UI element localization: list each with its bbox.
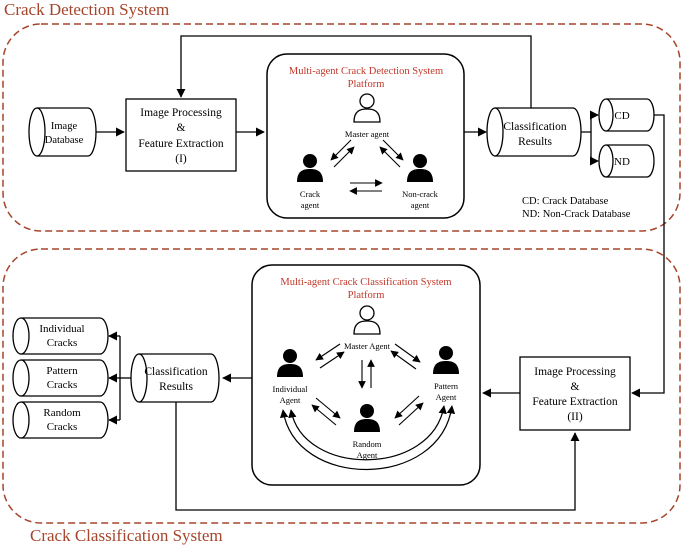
proc1-line-1: Image Processing xyxy=(140,107,222,119)
individual-cracks-db: Individual Cracks xyxy=(12,317,109,355)
noncrack-agent-label-1: Non-crack xyxy=(402,189,439,199)
feedback-loop-arrow xyxy=(176,35,532,108)
detection-results: Classification Results xyxy=(486,107,582,157)
proc2-line-4: (II) xyxy=(567,411,582,423)
cls-results-label-1: Classification xyxy=(144,366,207,378)
arrow-to-nd xyxy=(589,132,599,166)
classification-results: Classification Results xyxy=(130,353,220,403)
classification-platform: Multi-agent Crack Classification System … xyxy=(251,264,481,486)
image-database-label-2: Database xyxy=(45,135,84,146)
classification-system-border xyxy=(2,248,681,524)
proc1-line-4: (I) xyxy=(175,153,187,165)
master-agent-label: Master agent xyxy=(345,129,390,139)
image-processing-box-2: Image Processing & Feature Extraction (I… xyxy=(519,356,631,431)
classification-system-title: Crack Classification System xyxy=(30,526,223,545)
random-agent-label-2: Agent xyxy=(357,450,378,460)
noncrack-agent-label-2: agent xyxy=(411,200,430,210)
proc1-line-2: & xyxy=(177,122,186,134)
proc2-line-1: Image Processing xyxy=(534,366,616,378)
detection-platform-title-1: Multi-agent Crack Detection System xyxy=(289,66,443,77)
cd-label: CD xyxy=(614,110,629,122)
pattern-cracks-db: Pattern Cracks xyxy=(12,359,109,397)
detection-platform: Multi-agent Crack Detection System Platf… xyxy=(266,53,465,219)
arrow-cd-to-proc2 xyxy=(631,114,665,398)
nd-label: ND xyxy=(614,156,630,168)
individual-cracks-label-2: Cracks xyxy=(47,337,78,349)
random-agent-label-1: Random xyxy=(353,439,382,449)
random-cracks-label-1: Random xyxy=(43,407,81,419)
random-cracks-db: Random Cracks xyxy=(12,401,109,439)
image-database-label-1: Image xyxy=(51,121,78,132)
detection-results-label-2: Results xyxy=(518,136,552,148)
proc2-line-2: & xyxy=(571,381,580,393)
crack-agent-label-1: Crack xyxy=(300,189,321,199)
cls-feedback-loop-arrow xyxy=(175,402,580,511)
cls-results-label-2: Results xyxy=(159,381,193,393)
pattern-agent-label-1: Pattern xyxy=(434,381,459,391)
image-database: Image Database xyxy=(28,107,97,157)
cls-master-agent-label: Master Agent xyxy=(344,341,391,351)
pattern-cracks-label-2: Cracks xyxy=(47,379,78,391)
image-processing-box-1: Image Processing & Feature Extraction (I… xyxy=(125,98,237,172)
proc1-line-3: Feature Extraction xyxy=(138,138,224,150)
arrow-to-cd xyxy=(581,110,599,133)
legend-nd: ND: Non-Crack Database xyxy=(522,209,631,220)
pattern-agent-label-2: Agent xyxy=(436,392,457,402)
crack-agent-label-2: agent xyxy=(301,200,320,210)
detection-platform-title-2: Platform xyxy=(348,79,385,90)
crack-database: CD xyxy=(598,98,655,132)
individual-cracks-label-1: Individual xyxy=(39,323,84,335)
detection-system-border xyxy=(2,23,681,232)
legend-cd: CD: Crack Database xyxy=(522,196,609,207)
pattern-cracks-label-1: Pattern xyxy=(46,365,78,377)
detection-system-title: Crack Detection System xyxy=(4,0,169,19)
noncrack-database: ND xyxy=(598,144,655,178)
classification-platform-title-1: Multi-agent Crack Classification System xyxy=(280,277,451,288)
classification-platform-title-2: Platform xyxy=(348,290,385,301)
individual-agent-label-2: Agent xyxy=(280,395,301,405)
individual-agent-label-1: Individual xyxy=(273,384,309,394)
proc2-line-3: Feature Extraction xyxy=(532,396,618,408)
detection-results-label-1: Classification xyxy=(503,121,566,133)
random-cracks-label-2: Cracks xyxy=(47,421,78,433)
